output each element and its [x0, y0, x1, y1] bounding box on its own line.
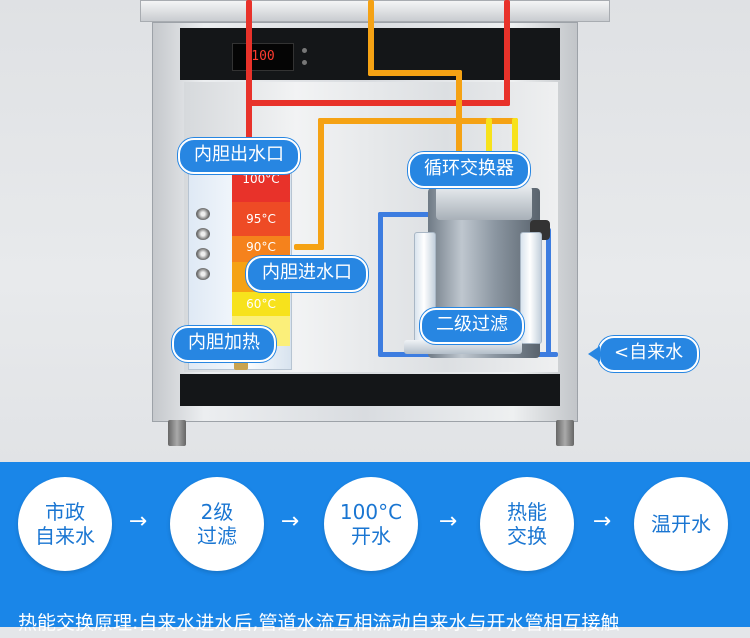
- tap-valve-icon: [196, 268, 210, 280]
- step-line: 市政: [45, 500, 85, 524]
- inlet-pipe-connector: [294, 244, 324, 250]
- tap-valve-icon: [196, 228, 210, 240]
- flow-step-filtration: 2级过滤: [170, 477, 264, 571]
- tap-valve-icon: [196, 208, 210, 220]
- step-line: 热能: [507, 500, 547, 524]
- warm-pipe-top: [368, 70, 462, 76]
- filter-cartridge: [520, 232, 542, 344]
- callout-tank-heating: 内胆加热: [172, 326, 276, 362]
- arrow-right-icon: →: [438, 509, 458, 534]
- temp-label-95: 95°C: [232, 202, 290, 236]
- inlet-pipe-vertical: [318, 118, 324, 250]
- cold-pipe-left: [378, 212, 383, 356]
- panel-button-icon: [302, 60, 307, 65]
- cold-pipe-right: [546, 228, 551, 356]
- callout-circulation-exchanger: 循环交换器: [408, 152, 530, 188]
- flow-step-warm-water: 温开水: [634, 477, 728, 571]
- machine-top-plate: [140, 0, 610, 22]
- tap-valve-icon: [196, 248, 210, 260]
- callout-tap-water: <自来水: [587, 336, 700, 372]
- step-line: 温开水: [651, 512, 711, 536]
- temperature-display: 100: [232, 43, 294, 71]
- step-line: 2级: [200, 500, 234, 524]
- principle-text: 热能交换原理:自来水进水后,管道水流互相流动自来水与开水管相互接触: [18, 612, 620, 634]
- machine-diagram: 100 100°C 95°C 90°C 60°C 内胆出水口 循环交换器 内胆进…: [0, 0, 750, 462]
- step-line: 100°C: [339, 500, 403, 524]
- flow-step-municipal-water: 市政自来水: [18, 477, 112, 571]
- warm-pipe-left: [368, 0, 374, 76]
- arrow-right-icon: →: [128, 509, 148, 534]
- callout-tank-outlet: 内胆出水口: [178, 138, 300, 174]
- panel-button-icon: [302, 48, 307, 53]
- step-line: 交换: [507, 524, 547, 548]
- step-line: 过滤: [197, 524, 237, 548]
- bottom-panel: [180, 374, 560, 406]
- step-line: 开水: [351, 524, 391, 548]
- hot-pipe-horizontal: [246, 100, 510, 106]
- right-foot: [556, 420, 574, 446]
- callout-tank-inlet: 内胆进水口: [246, 256, 368, 292]
- inlet-pipe-horizontal: [318, 118, 518, 124]
- arrow-right-icon: →: [280, 509, 300, 534]
- flow-step-heat-exchange: 热能交换: [480, 477, 574, 571]
- exchanger-cap: [436, 186, 532, 220]
- hot-pipe-vertical: [246, 0, 252, 172]
- step-line: 自来水: [35, 524, 95, 548]
- arrow-right-icon: →: [592, 509, 612, 534]
- hot-pipe-right: [504, 0, 510, 106]
- callout-two-stage-filter: 二级过滤: [420, 308, 524, 344]
- warm-pipe-down: [456, 70, 462, 196]
- left-foot: [168, 420, 186, 446]
- cold-pipe-top: [378, 212, 432, 217]
- drain-valve-icon: [234, 360, 248, 370]
- temperature-gradient: 100°C 95°C 90°C 60°C: [232, 168, 290, 346]
- temp-label-60: 60°C: [232, 292, 290, 316]
